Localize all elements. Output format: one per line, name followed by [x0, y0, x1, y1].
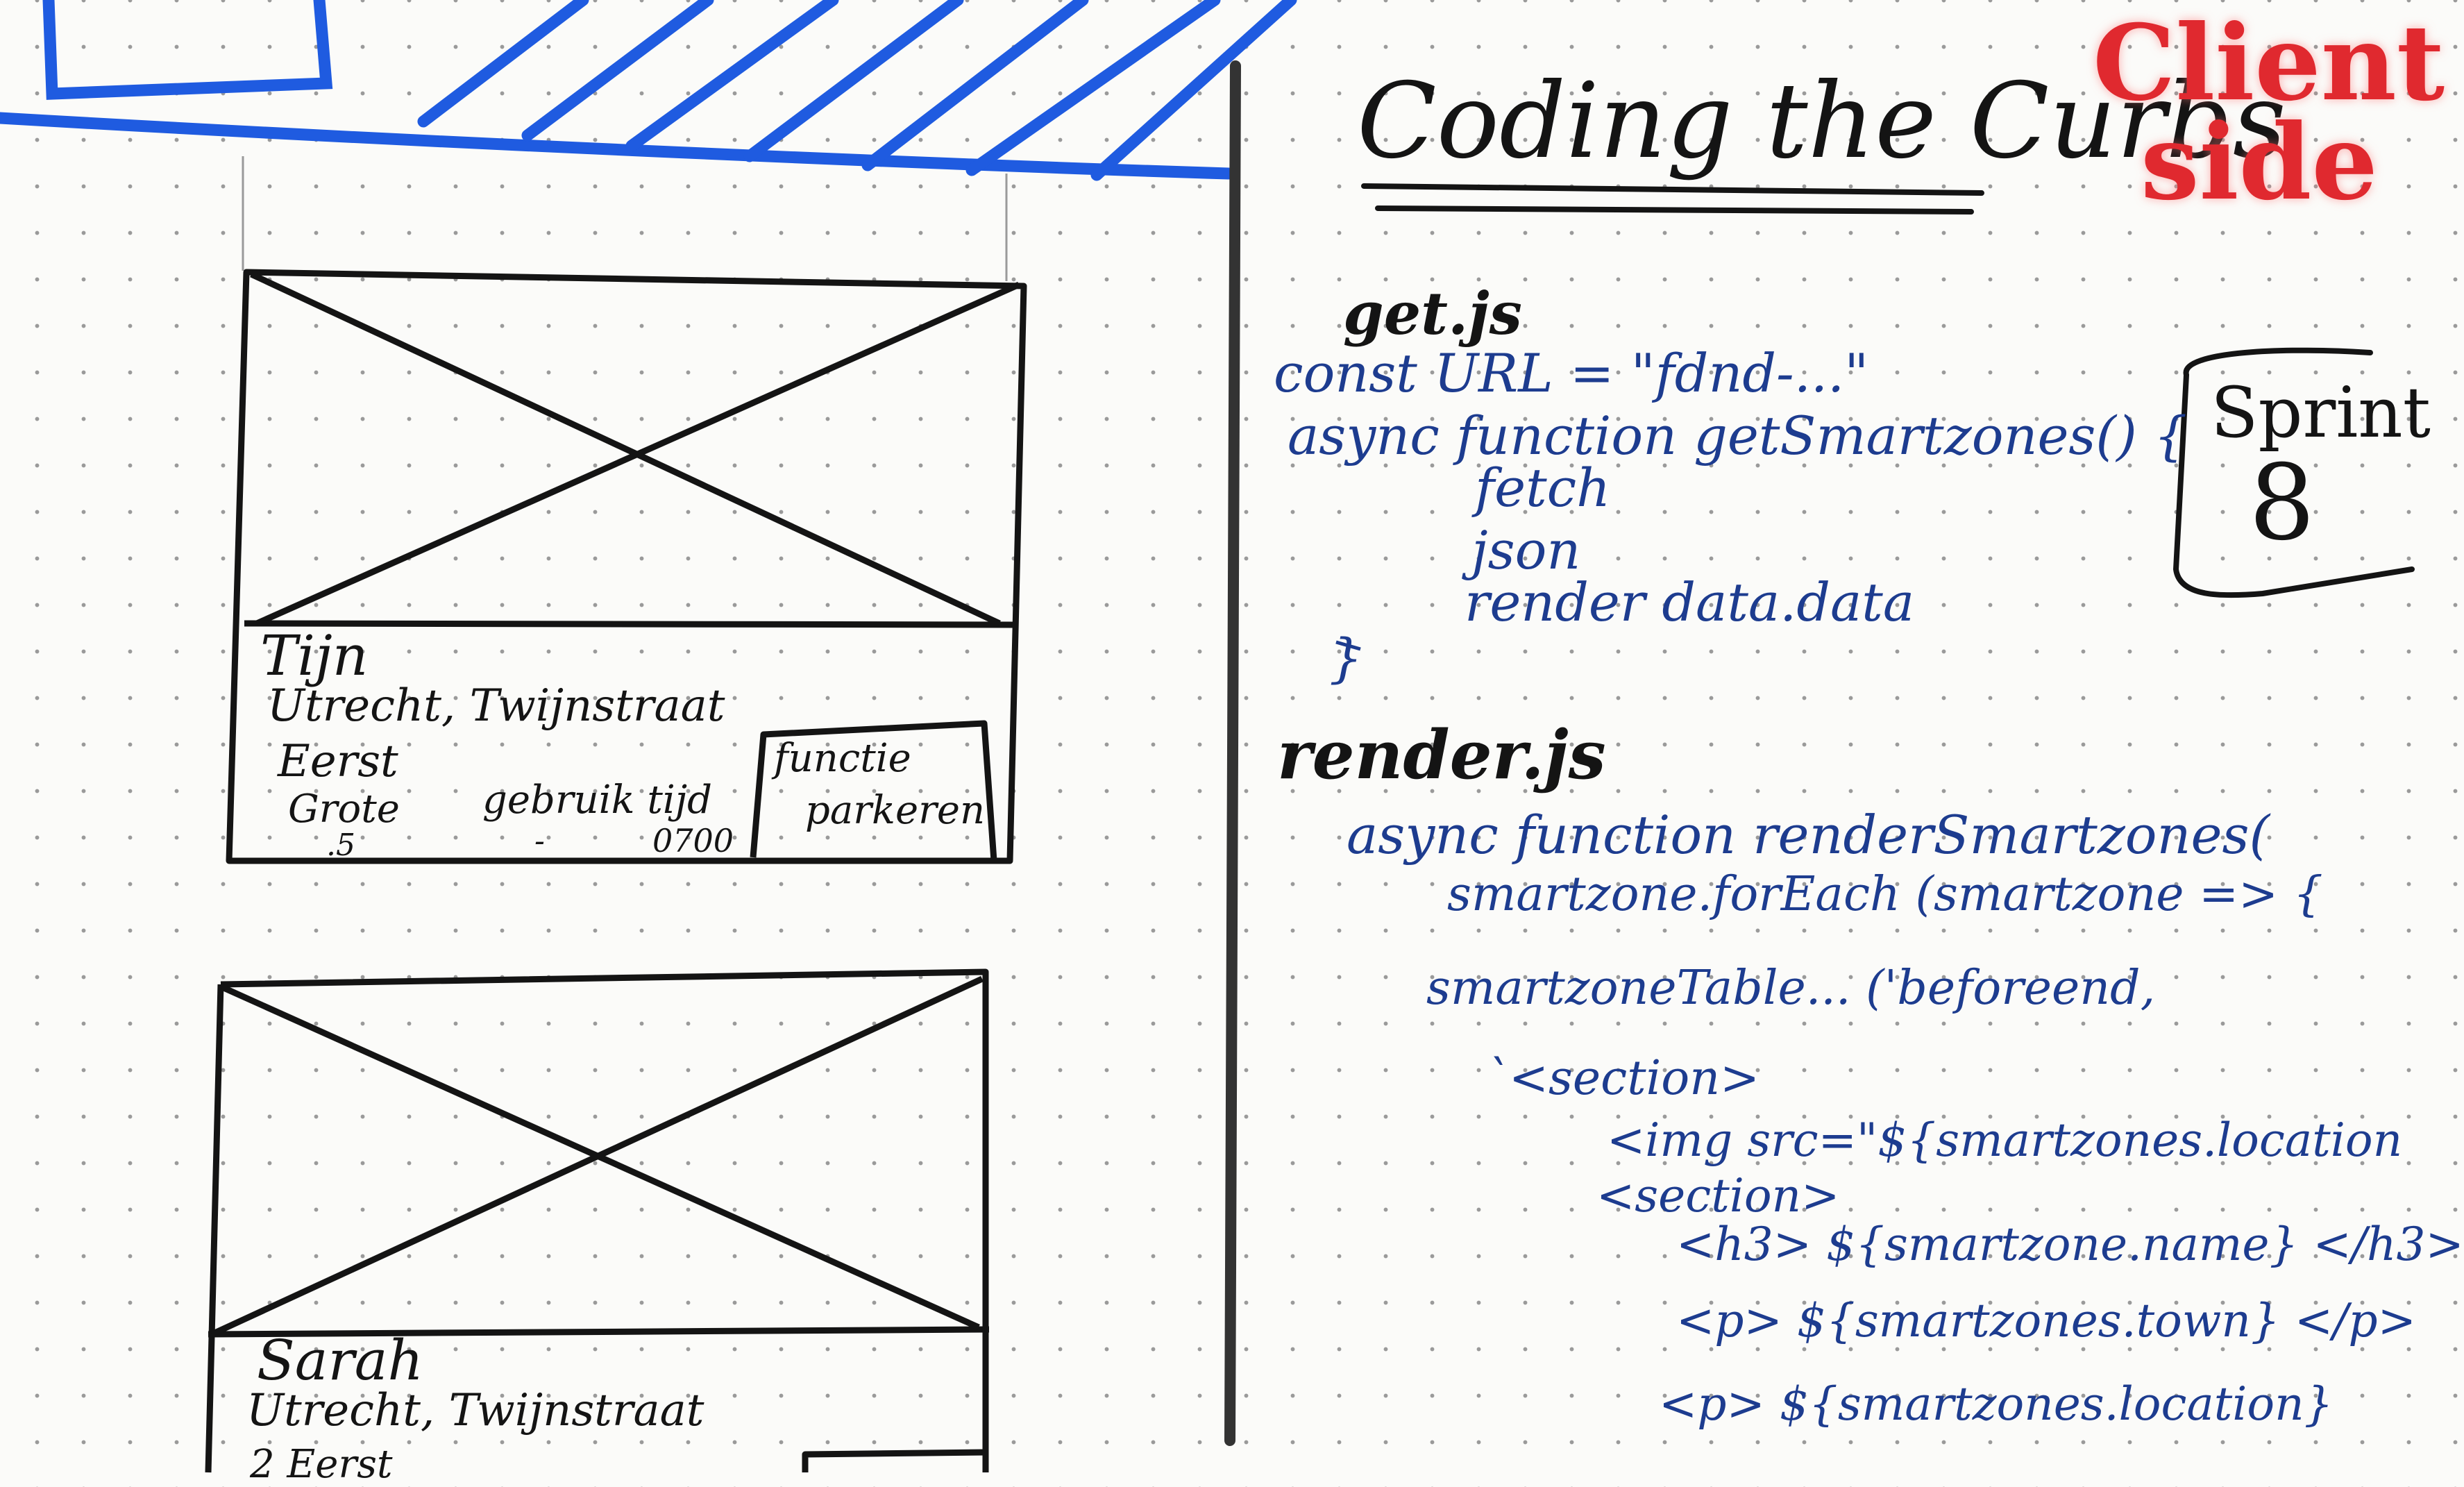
client-side-label-line2: side	[2141, 101, 2378, 224]
image-placeholder-x-line	[250, 271, 1001, 627]
card-1-usage-label: gebruik tijd	[482, 778, 712, 823]
get-js-filename: get.js	[1343, 279, 1522, 348]
code-line: <img src="${smartzones.location	[1607, 1114, 2403, 1167]
code-line: const URL = "fdnd-..."	[1274, 342, 1869, 404]
card-1-function-label: functie	[774, 736, 911, 781]
code-line: `<section>	[1485, 1051, 1760, 1106]
code-line: async function renderSmartzones(	[1347, 804, 2270, 866]
code-line: render data.data	[1465, 571, 1915, 633]
card-2-name: Sarah	[257, 1328, 423, 1393]
code-line: }	[1329, 627, 1363, 689]
card-1-name: Tijn	[260, 623, 369, 688]
sprint-label: Sprint	[2211, 372, 2431, 453]
render-brace	[1335, 640, 1361, 651]
code-line: fetch	[1475, 457, 1611, 519]
code-line: smartzoneTable... ('beforeend,	[1426, 961, 2156, 1016]
code-line: <section>	[1596, 1169, 1840, 1223]
code-line: <h3> ${smartzone.name} </h3>	[1676, 1218, 2464, 1271]
wireframe-header-band	[0, 0, 1297, 181]
card-1-size-label: Grote	[288, 787, 400, 832]
code-line: json	[1471, 519, 1581, 581]
client-side-label: Client side	[2093, 2, 2445, 224]
wireframe-page-guides	[242, 156, 1008, 281]
render-js-filename: render.js	[1277, 716, 1606, 794]
code-line: async function getSmartzones() {	[1288, 405, 2188, 467]
code-line: smartzone.forEach (smartzone => {	[1447, 867, 2323, 922]
sprint-box-outline	[2172, 347, 2415, 598]
page-title: Coding the Curbs	[1357, 61, 2286, 182]
card-1-detail-left: Eerst	[278, 736, 398, 787]
card-1-usage-time: 0700	[652, 822, 734, 859]
code-line: <p> ${smartzones.town} </p>	[1676, 1294, 2416, 1347]
image-placeholder-x-line	[210, 975, 984, 1338]
title-underline	[1361, 183, 1984, 215]
image-placeholder-x-line	[255, 281, 1020, 627]
card-2-outline	[205, 968, 990, 1473]
card-2-address: Utrecht, Twijnstraat	[246, 1385, 704, 1436]
sprint-number: 8	[2249, 443, 2315, 564]
function-box	[802, 1449, 986, 1472]
card-1-outline	[226, 269, 1027, 864]
function-box	[750, 720, 997, 862]
page-divider	[1224, 60, 1241, 1446]
card-1-usage-dash: -	[534, 823, 545, 859]
card-1-address: Utrecht, Twijnstraat	[267, 680, 725, 732]
card-1-size-value: .5	[326, 827, 355, 863]
client-side-label-line1: Client	[2093, 2, 2445, 124]
sketch-drawing	[0, 0, 2415, 1473]
code-line: <p> ${smartzones.location}	[1659, 1377, 2334, 1431]
card-1-function-value: parkeren	[805, 788, 986, 833]
card-2-detail-left: 2 Eerst	[250, 1442, 393, 1487]
